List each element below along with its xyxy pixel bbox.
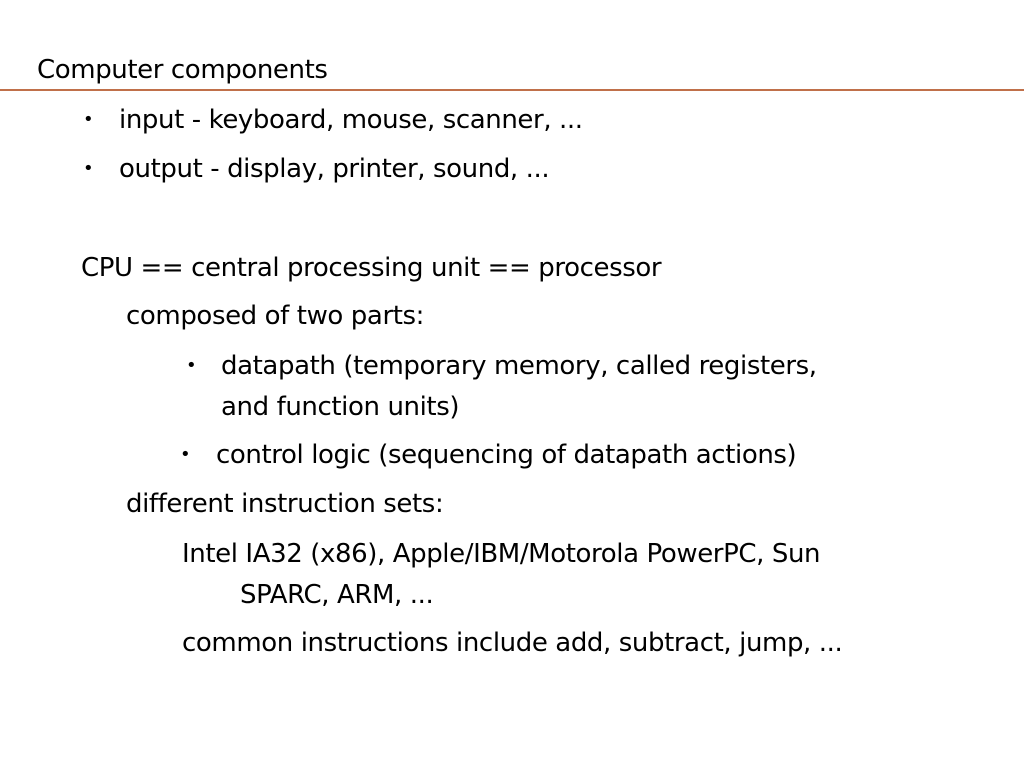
part-control-logic: control logic (sequencing of datapath ac… (216, 440, 797, 470)
instruction-sets-line2: SPARC, ARM, ... (240, 580, 434, 610)
title-divider (0, 89, 1024, 91)
bullet-output: output - display, printer, sound, ... (119, 154, 550, 184)
slide-title: Computer components (37, 55, 328, 85)
composed-heading: composed of two parts: (126, 301, 425, 331)
instruction-sets-heading: different instruction sets: (126, 489, 444, 519)
bullet-icon: • (180, 444, 191, 465)
common-instructions: common instructions include add, subtrac… (182, 628, 843, 658)
bullet-icon: • (83, 158, 94, 179)
cpu-definition: CPU == central processing unit == proces… (81, 253, 662, 283)
part-datapath-line2: and function units) (221, 392, 460, 422)
bullet-input: input - keyboard, mouse, scanner, ... (119, 105, 583, 135)
bullet-icon: • (83, 109, 94, 130)
instruction-sets-line1: Intel IA32 (x86), Apple/IBM/Motorola Pow… (182, 539, 821, 569)
part-datapath-line1: datapath (temporary memory, called regis… (221, 351, 817, 381)
bullet-icon: • (186, 355, 197, 376)
